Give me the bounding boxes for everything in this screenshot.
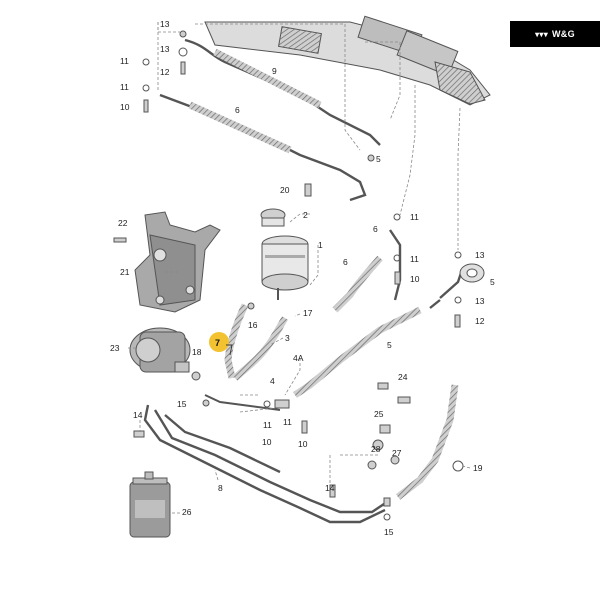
label-3: 3: [285, 333, 290, 343]
brand-logo-icon: ▾▾▾: [535, 29, 549, 39]
pump-bracket: [134, 211, 221, 313]
label-11: 11: [410, 254, 419, 264]
label-11: 11: [283, 417, 292, 427]
label-10: 10: [262, 437, 272, 447]
label-27: 27: [392, 448, 402, 458]
label-6: 6: [343, 257, 348, 267]
label-14: 14: [133, 410, 143, 420]
small-parts: [113, 30, 464, 521]
label-16: 16: [248, 320, 258, 330]
label-6: 6: [235, 105, 240, 115]
leader-lines: [128, 22, 471, 514]
label-7: 7: [215, 338, 220, 348]
label-23: 23: [110, 343, 120, 353]
label-15: 15: [177, 399, 187, 409]
label-13: 13: [160, 44, 170, 54]
label-17: 17: [303, 308, 313, 318]
part-numbers: 13 13 12 11 11 10 9 6 5 20 2 1 22 21 11 …: [110, 19, 495, 537]
label-26: 26: [182, 507, 192, 517]
label-10: 10: [298, 439, 308, 449]
label-9: 9: [272, 66, 277, 76]
label-5: 5: [490, 277, 495, 287]
label-5: 5: [387, 340, 392, 350]
label-19: 19: [473, 463, 483, 473]
fluid-reservoir: [260, 208, 309, 300]
label-21: 21: [120, 267, 130, 277]
label-11: 11: [120, 56, 129, 66]
label-20: 20: [280, 185, 290, 195]
label-11: 11: [263, 420, 272, 430]
label-24: 24: [398, 372, 408, 382]
return-lines-top: [159, 38, 381, 202]
steering-pump: [129, 327, 191, 373]
label-8: 8: [218, 483, 223, 493]
label-1: 1: [318, 240, 323, 250]
label-25: 25: [374, 409, 384, 419]
brand-name: W&G: [552, 29, 575, 39]
label-28: 28: [371, 444, 381, 454]
pressure-lines-bottom: [143, 404, 391, 524]
label-22: 22: [118, 218, 128, 228]
hoses-middle: [204, 255, 459, 500]
label-13: 13: [475, 250, 485, 260]
label-12: 12: [475, 316, 485, 326]
clamp-5: [459, 263, 485, 283]
label-2: 2: [303, 210, 308, 220]
fluid-can: [129, 471, 171, 538]
callout-7: 7: [209, 332, 233, 356]
label-11: 11: [410, 212, 419, 222]
brand-badge: ▾▾▾ W&G: [510, 21, 600, 47]
label-6: 6: [373, 224, 378, 234]
pipe-right: [389, 229, 464, 301]
label-14: 14: [325, 483, 335, 493]
steering-rack: [204, 15, 491, 106]
label-12: 12: [160, 67, 170, 77]
label-10: 10: [120, 102, 130, 112]
label-4A: 4A: [293, 353, 304, 363]
label-13: 13: [475, 296, 485, 306]
label-15: 15: [384, 527, 394, 537]
label-13: 13: [160, 19, 170, 29]
label-5: 5: [376, 154, 381, 164]
label-10: 10: [410, 274, 420, 284]
label-11: 11: [120, 82, 129, 92]
label-18: 18: [192, 347, 202, 357]
label-4: 4: [270, 376, 275, 386]
